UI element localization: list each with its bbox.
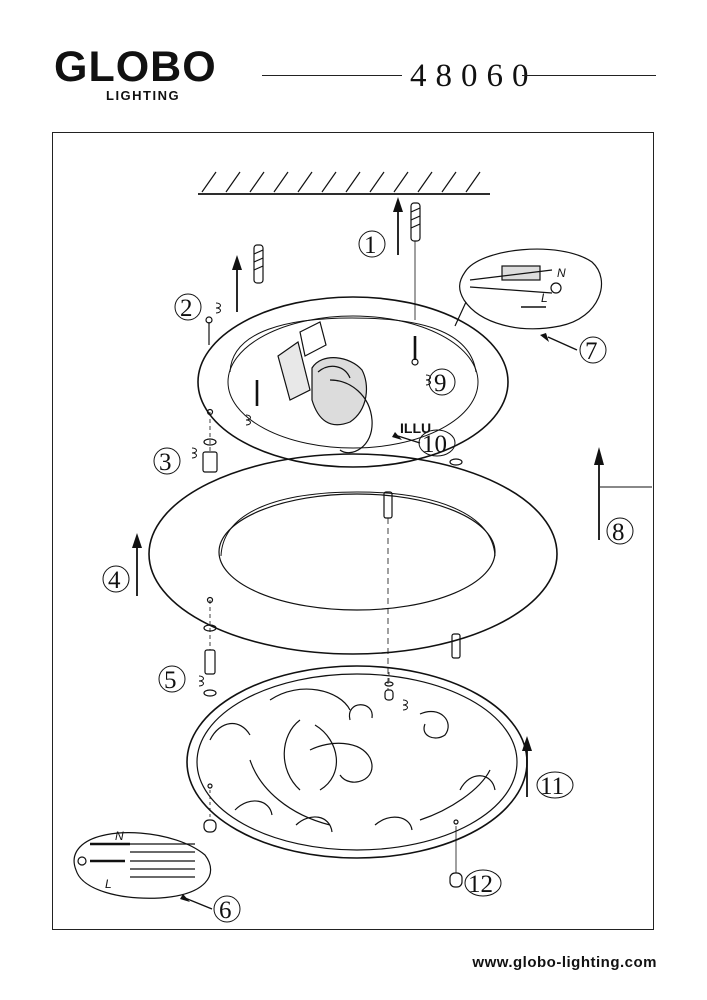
lamp-label: ILLU: [400, 420, 431, 436]
screw-9: [411, 336, 419, 366]
glass-fixings: [203, 672, 463, 888]
step-6: 6: [213, 895, 241, 924]
wire-label-n: N: [557, 266, 566, 280]
step-2: 2: [174, 293, 202, 322]
decorative-ring: [148, 453, 558, 655]
svg-text:7: 7: [585, 338, 598, 365]
step-1: 1: [358, 230, 386, 259]
screw-2: [205, 316, 213, 345]
svg-text:8: 8: [612, 519, 625, 546]
step-5: 5: [158, 665, 186, 694]
svg-text:9: 9: [434, 370, 447, 397]
wall-plug-right: [410, 202, 421, 320]
model-number: 48060: [410, 58, 538, 94]
glass-shade: [186, 665, 528, 859]
wall-plug-left: [253, 244, 264, 284]
step-7: 7: [579, 336, 607, 365]
brand-name: GLOBO: [54, 43, 217, 91]
wire-label-l: L: [541, 291, 548, 305]
wire-label-n-small: N: [115, 829, 124, 843]
svg-text:12: 12: [468, 871, 493, 898]
connector-detail-bubble: [454, 248, 602, 330]
back-plate: [197, 296, 509, 468]
step-labels: 1 2 3 4 5 6 7 8 9 10 11 12: [102, 230, 634, 924]
svg-text:11: 11: [540, 773, 564, 800]
ceiling-hatch: [198, 171, 490, 195]
svg-text:5: 5: [164, 667, 177, 694]
step-9: 9: [428, 368, 456, 397]
leader-arrows: [184, 306, 578, 910]
header-rule-left: [262, 75, 402, 76]
svg-text:6: 6: [219, 897, 232, 924]
svg-text:4: 4: [108, 567, 121, 594]
wire-label-l-small: L: [105, 877, 112, 891]
spacer-5: [203, 596, 217, 697]
step-3: 3: [153, 447, 181, 476]
svg-text:10: 10: [422, 431, 447, 458]
svg-text:3: 3: [159, 449, 172, 476]
diagram-frame: [52, 132, 654, 930]
lamp-holder: [277, 341, 373, 454]
spacer-3: [202, 408, 218, 473]
step-12: 12: [464, 869, 502, 898]
step-11: 11: [536, 771, 574, 800]
svg-text:2: 2: [180, 295, 193, 322]
brand-subtitle: LIGHTING: [106, 88, 181, 103]
header-rule-right: [522, 75, 656, 76]
up-arrow: [136, 205, 600, 797]
spacer-right: [451, 633, 461, 659]
brand-logo: GLOBO LIGHTING: [54, 43, 217, 104]
wiring-detail-bubble: [73, 832, 212, 899]
washer-right: [449, 458, 463, 466]
website-url: www.globo-lighting.com: [472, 954, 657, 971]
spring-washers: [191, 302, 431, 711]
svg-text:1: 1: [364, 232, 377, 259]
step-8: 8: [606, 517, 634, 546]
step-10: 10: [418, 429, 456, 458]
step-4: 4: [102, 565, 130, 594]
